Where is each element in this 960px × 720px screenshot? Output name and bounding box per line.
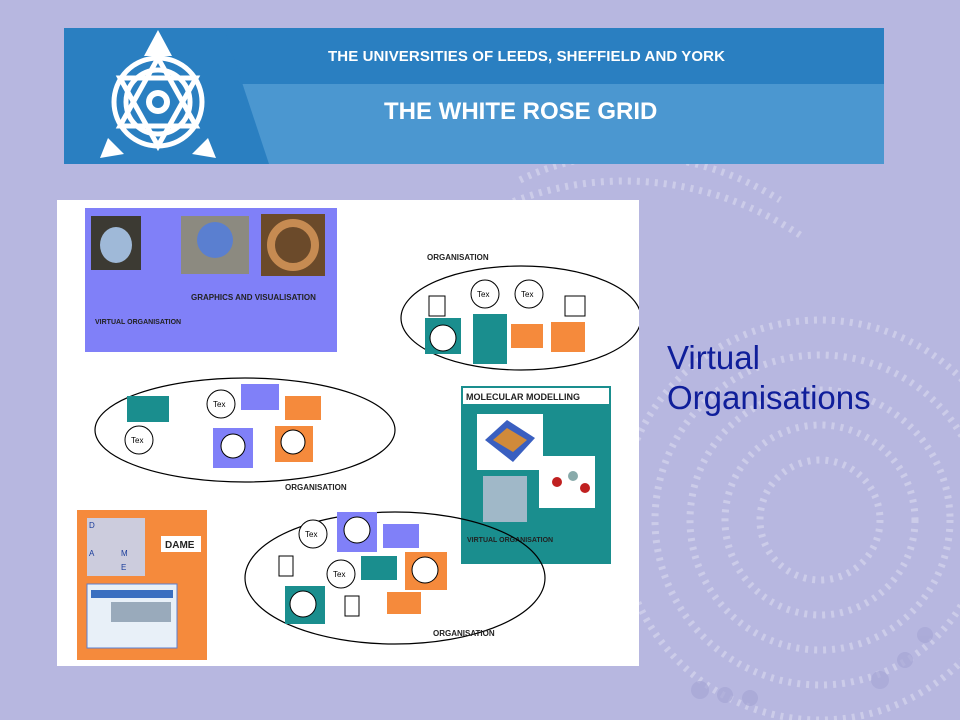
computer-node-blue	[383, 524, 419, 548]
computer-node-orange	[511, 324, 543, 348]
tex-node-label: Tex	[213, 400, 225, 409]
dame-engine-image	[87, 518, 145, 576]
molecule-ball-stick-image	[539, 456, 595, 508]
computer-icon	[344, 595, 360, 617]
tex-node-label: Tex	[521, 290, 533, 299]
sphere-shape	[197, 222, 233, 258]
tex-node-label: Tex	[305, 530, 317, 539]
dame-letter-a: A	[89, 549, 95, 558]
dame-letter-e: E	[121, 563, 126, 572]
lab-photo	[483, 476, 527, 522]
graphics-vo-label: VIRTUAL ORGANISATION	[95, 319, 181, 326]
dame-web-content	[111, 602, 171, 622]
organisation-label-bottom: ORGANISATION	[433, 629, 495, 638]
slide-title-line2: Organisations	[667, 379, 871, 416]
tex-node-label: Tex	[477, 290, 489, 299]
slide-title-line1: Virtual	[667, 339, 760, 376]
computer-node-teal	[473, 314, 507, 364]
molecular-title-bar	[463, 388, 609, 404]
molecular-title: MOLECULAR MODELLING	[466, 392, 580, 402]
dame-title: DAME	[165, 540, 195, 551]
molecular-vo-label: VIRTUAL ORGANISATION	[467, 537, 553, 544]
dame-title-box	[161, 536, 201, 552]
tex-node	[326, 559, 356, 589]
atom-red	[580, 483, 590, 493]
diagram-canvas: GRAPHICS AND VISUALISATION VIRTUAL ORGAN…	[77, 208, 639, 660]
white-rose-logo-icon	[100, 30, 216, 158]
organisation-ellipse-middle	[94, 377, 396, 483]
tex-node	[470, 279, 500, 309]
node-circle	[280, 429, 306, 455]
atom-grey	[568, 471, 578, 481]
computer-node-blue	[241, 384, 279, 410]
computer-icon	[564, 295, 586, 317]
tex-node-label: Tex	[131, 436, 143, 445]
node-circle	[220, 433, 246, 459]
virtual-organisations-diagram: GRAPHICS AND VISUALISATION VIRTUAL ORGAN…	[57, 200, 639, 666]
node-circle	[343, 516, 371, 544]
computer-node-teal	[127, 396, 169, 422]
computer-node-orange	[387, 592, 421, 614]
white-rose-grid-title: THE WHITE ROSE GRID	[384, 98, 658, 125]
tex-node	[124, 425, 154, 455]
computer-icon	[278, 555, 294, 577]
dame-letter-m: M	[121, 549, 128, 558]
organisation-ellipse-top	[400, 265, 639, 371]
tex-node	[206, 389, 236, 419]
dame-web-header	[91, 590, 173, 598]
universities-heading: THE UNIVERSITIES OF LEEDS, SHEFFIELD AND…	[328, 48, 726, 65]
arch-opening	[100, 227, 132, 263]
organisation-label-top: ORGANISATION	[427, 253, 489, 262]
node-circle	[289, 590, 317, 618]
dame-letter-d: D	[89, 521, 95, 530]
computer-node-orange	[285, 396, 321, 420]
computer-node-orange	[551, 322, 585, 352]
molecule-shape-inner	[493, 428, 527, 452]
header-banner: THE UNIVERSITIES OF LEEDS, SHEFFIELD AND…	[64, 28, 884, 164]
graphics-label-line1: GRAPHICS AND VISUALISATION	[191, 293, 316, 302]
slide-title: Virtual Organisations	[667, 338, 871, 418]
computer-node-teal	[361, 556, 397, 580]
node-circle	[429, 324, 457, 352]
tex-node	[514, 279, 544, 309]
tex-node	[298, 519, 328, 549]
atom-red	[552, 477, 562, 487]
computer-icon	[428, 295, 446, 317]
node-circle	[411, 556, 439, 584]
tex-node-label: Tex	[333, 570, 345, 579]
organisation-label-middle: ORGANISATION	[285, 483, 347, 492]
ring-shape	[267, 219, 319, 271]
organisation-ellipse-bottom	[244, 511, 546, 645]
